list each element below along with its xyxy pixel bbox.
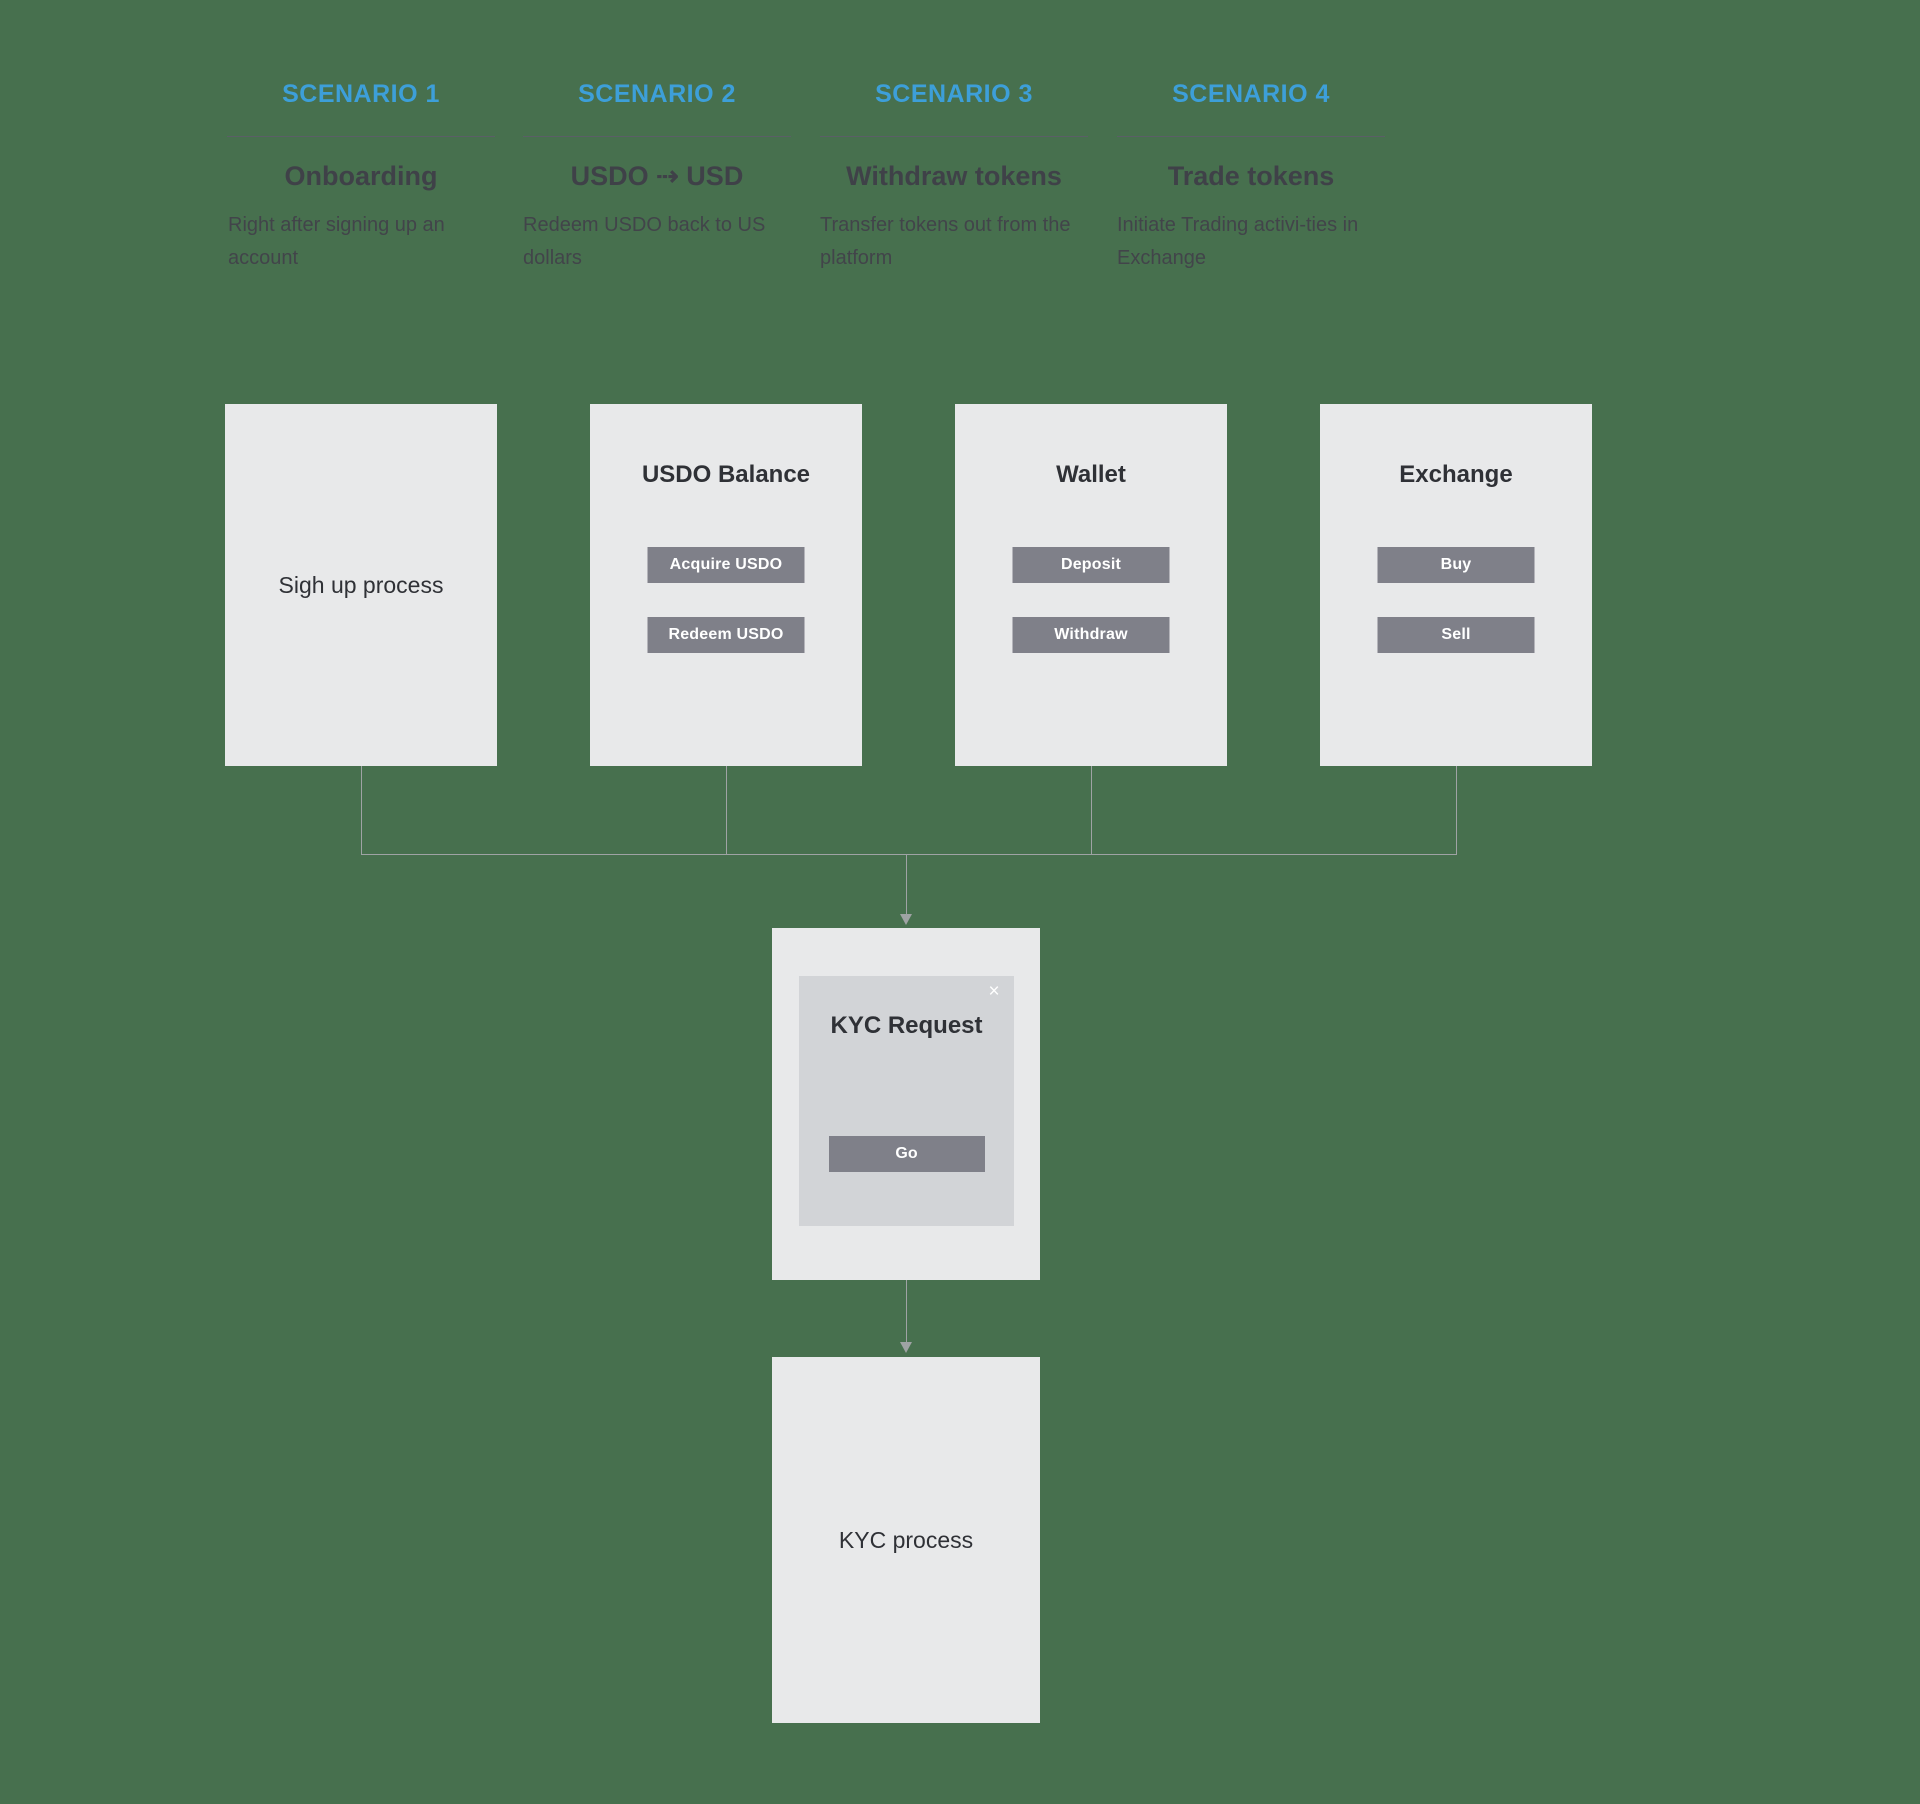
scenario-description: Transfer tokens out from the platform — [820, 214, 1071, 269]
arrow-head-to-kyc-modal — [900, 914, 912, 925]
card-kyc-process[interactable]: KYC process — [772, 1357, 1040, 1723]
connector-line-to-kyc-modal — [906, 854, 907, 916]
card-usdo-balance[interactable]: USDO Balance Acquire USDO Redeem USDO — [590, 404, 862, 766]
arrow-head-to-kyc-process — [900, 1342, 912, 1353]
scenario-title: Trade tokens — [1167, 161, 1335, 191]
divider — [1117, 136, 1385, 137]
connector-line-modal-to-process — [906, 1280, 907, 1342]
close-icon[interactable]: × — [988, 981, 1000, 1002]
scenario-tag: SCENARIO 4 — [1172, 80, 1330, 108]
scenario-tag: SCENARIO 2 — [578, 80, 736, 108]
scenario-description: Right after signing up an account — [228, 214, 445, 269]
card-label: KYC process — [838, 1526, 974, 1553]
dialog-title: KYC Request — [830, 1012, 983, 1039]
divider — [227, 136, 495, 137]
divider — [820, 136, 1088, 137]
card-wallet[interactable]: Wallet Deposit Withdraw — [955, 404, 1227, 766]
scenario-title: USDO ⇢ USD — [570, 161, 744, 191]
card-label: Sigh up process — [278, 571, 444, 598]
kyc-request-dialog[interactable]: × KYC Request Go — [799, 976, 1014, 1226]
scenario-column-3: SCENARIO 3 Withdraw tokens Transfer toke… — [820, 78, 1088, 275]
connector-line-wallet — [1091, 766, 1092, 855]
redeem-usdo-button[interactable]: Redeem USDO — [647, 617, 805, 653]
scenario-column-1: SCENARIO 1 Onboarding Right after signin… — [227, 78, 495, 275]
connector-line-signup — [361, 766, 362, 855]
scenario-description: Redeem USDO back to US dollars — [523, 214, 766, 269]
buy-button[interactable]: Buy — [1377, 547, 1535, 583]
scenario-description: Initiate Trading activi-ties in Exchange — [1117, 214, 1359, 269]
card-kyc-request-screen[interactable]: × KYC Request Go — [772, 928, 1040, 1280]
card-title: Exchange — [1399, 461, 1513, 488]
withdraw-button[interactable]: Withdraw — [1012, 617, 1170, 653]
scenario-title: Onboarding — [284, 161, 438, 191]
card-title: USDO Balance — [641, 461, 811, 488]
card-exchange[interactable]: Exchange Buy Sell — [1320, 404, 1592, 766]
scenario-tag: SCENARIO 3 — [875, 80, 1033, 108]
card-signup[interactable]: Sigh up process — [225, 404, 497, 766]
deposit-button[interactable]: Deposit — [1012, 547, 1170, 583]
scenario-title: Withdraw tokens — [846, 161, 1062, 191]
scenario-column-4: SCENARIO 4 Trade tokens Initiate Trading… — [1117, 78, 1385, 275]
connector-line-exchange — [1456, 766, 1457, 855]
scenario-column-2: SCENARIO 2 USDO ⇢ USD Redeem USDO back t… — [523, 78, 791, 275]
go-button[interactable]: Go — [828, 1136, 985, 1172]
divider — [523, 136, 791, 137]
connector-line-usdo — [726, 766, 727, 855]
connector-bus-line — [361, 854, 1457, 855]
card-title: Wallet — [1056, 461, 1126, 488]
scenario-tag: SCENARIO 1 — [282, 80, 440, 108]
acquire-usdo-button[interactable]: Acquire USDO — [647, 547, 805, 583]
sell-button[interactable]: Sell — [1377, 617, 1535, 653]
